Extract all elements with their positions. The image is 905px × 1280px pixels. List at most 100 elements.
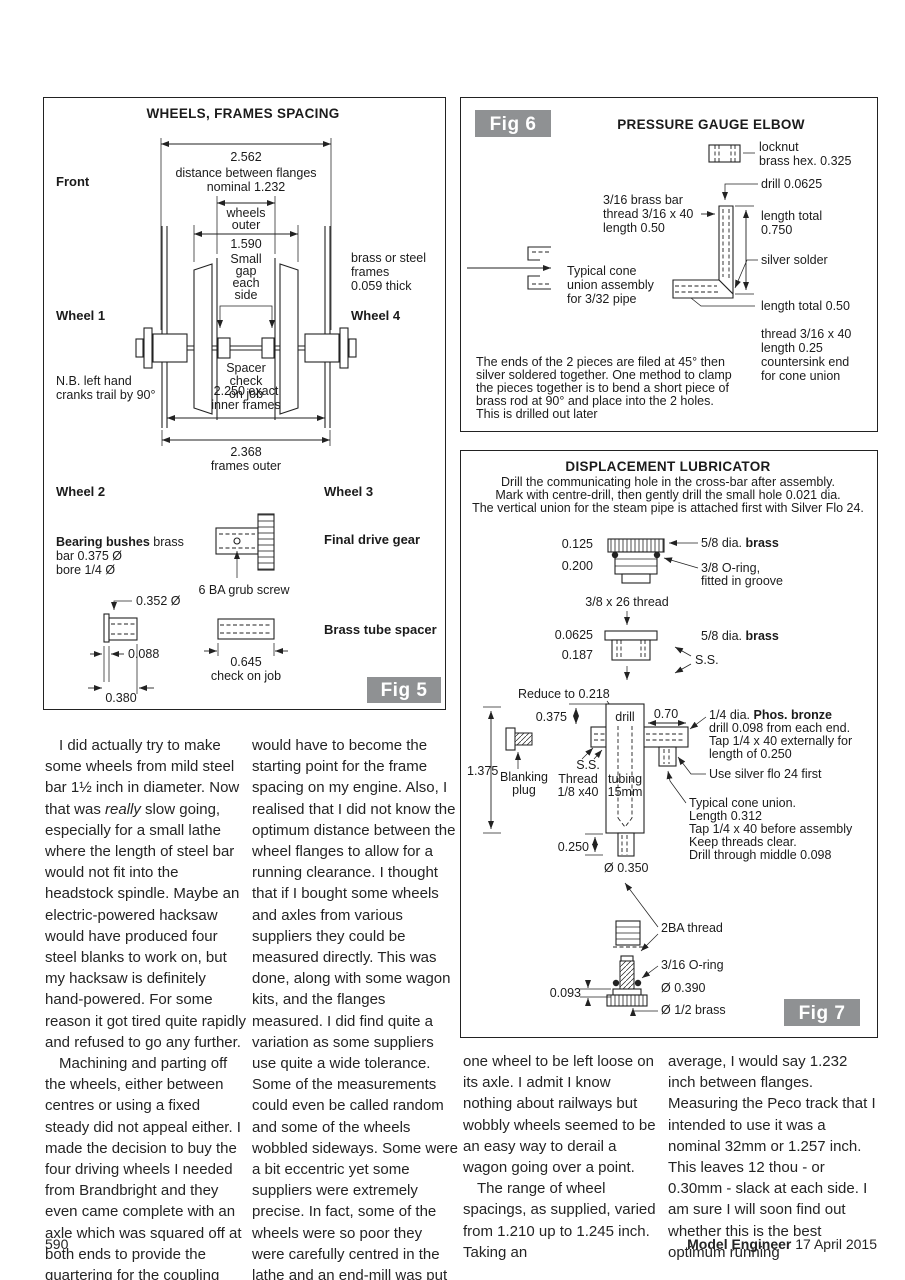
article-paragraph: I did actually try to make some wheels f… (45, 735, 247, 1053)
ss2-label: S.S. (576, 758, 600, 772)
fig7-title: DISPLACEMENT LUBRICATOR (565, 459, 770, 474)
dim-2562-value: 2.562 (230, 150, 261, 164)
locknut-drawing: locknut brass hex. 0.325 (708, 140, 851, 168)
cone-union7-5: Drill through middle 0.098 (689, 848, 831, 862)
dim-0390: Ø 0.390 (661, 981, 706, 995)
cap-material-label: 5/8 dia. brass (701, 536, 779, 550)
brass-bar-callout: 3/16 brass bar thread 3/16 x 40 length 0… (603, 193, 715, 235)
dim-0350: Ø 0.350 (604, 861, 649, 875)
wheels-frames-spacing-diagram: WHEELS, FRAMES SPACING 2.562 distance be… (56, 106, 441, 705)
bearing-line-1: Bearing bushes brass (56, 535, 184, 549)
fig5-badge-label: Fig 5 (381, 680, 428, 701)
wheel3-label: Wheel 3 (324, 484, 373, 499)
spacer-note-3: on job (229, 387, 263, 401)
frames-note-1: brass or steel (351, 251, 426, 265)
wheels-outer-1: wheels (226, 206, 266, 220)
bush-length-label: 0.380 (105, 691, 136, 705)
col1-p1-b: slow going, especially for a small lathe… (45, 800, 246, 1051)
flange-label-1: distance between flanges (175, 166, 316, 180)
bearing-rest: brass (150, 535, 184, 549)
bronze-line-3: length of 0.250 (709, 747, 792, 761)
fig6-caption-4: brass rod at 90° and place into the 2 ho… (476, 394, 714, 408)
oring1-label-1: 3/8 O-ring, (701, 561, 760, 575)
article-column-1: I did actually try to make some wheels f… (45, 735, 247, 1280)
small-gap-3: each (232, 276, 259, 290)
tubing-1: tubing (608, 772, 642, 786)
tubing-2: 15mm (608, 785, 643, 799)
cone-union-2: union assembly (567, 278, 655, 292)
bush-dia-label: 0.352 Ø (136, 594, 181, 608)
fig6-caption-3: the pieces together is to bend a short p… (476, 381, 729, 395)
dim-flanges: distance between flanges nominal 1.232 (175, 166, 317, 254)
nb-note: N.B. left hand cranks trail by 90° (56, 374, 155, 402)
cone-union-3: for 3/32 pipe (567, 292, 637, 306)
oring1-label-2: fitted in groove (701, 574, 783, 588)
spacer-note-1: Spacer (226, 361, 266, 375)
fig7-subtitle-3: The vertical union for the steam pipe is… (472, 501, 864, 515)
final-drive-gear-drawing (215, 513, 275, 571)
cone-union7-3: Tap 1/4 x 40 before assembly (689, 822, 853, 836)
bearing-bush-drawing: 0.352 Ø 0.088 0.380 (88, 594, 181, 705)
bottom-union-drawing: 3/16 O-ring Ø 0.390 Ø 1/2 brass 0.093 (550, 955, 726, 1017)
bronze-line-1: drill 0.098 from each end. (709, 721, 850, 735)
cone-union7-2: Length 0.312 (689, 809, 762, 823)
nb-note-2: cranks trail by 90° (56, 388, 155, 402)
footer-magazine-line: Model Engineer 17 April 2015 (687, 1236, 877, 1252)
dim-0250: 0.250 (558, 840, 589, 854)
dim-1375: 1.375 (467, 764, 498, 778)
spacer-note: Spacer check on job (226, 361, 266, 401)
cone-union7-4: Keep threads clear. (689, 835, 797, 849)
article-paragraph: one wheel to be left loose on its axle. … (463, 1053, 656, 1177)
brass-tube-spacer-label: Brass tube spacer (324, 622, 437, 637)
cone-union-drawing: Typical cone union assembly for 3/32 pip… (467, 246, 655, 306)
fig6-caption-1: The ends of the 2 pieces are filed at 45… (476, 355, 725, 369)
grub-screw-callout: 6 BA grub screw (198, 551, 290, 597)
small-gap-callout: Small gap each side (217, 252, 275, 328)
fig7-subtitle-2: Mark with centre-drill, then gently dril… (495, 488, 840, 502)
bronze-line-2: Tap 1/4 x 40 externally for (709, 734, 852, 748)
dim-2562: 2.562 (160, 138, 332, 330)
frames-outer-1: 2.368 (230, 445, 261, 459)
displacement-lubricator-diagram: DISPLACEMENT LUBRICATOR Drill the commun… (467, 459, 864, 1026)
article-column-4: average, I would say 1.232 inch between … (668, 1051, 877, 1263)
top-bush-drawing: 0.0625 0.187 5/8 dia. brass S.S. (555, 628, 779, 680)
small-gap-2: gap (236, 264, 257, 278)
spacer-length-label: 0.645 (230, 655, 261, 669)
col1-p1-a: I did actually try to make some wheels f… (45, 737, 240, 818)
col1-p1-italic: really (105, 800, 141, 818)
issue-date: 17 April 2015 (791, 1236, 877, 1252)
article-paragraph: average, I would say 1.232 inch between … (668, 1053, 876, 1261)
thread18-2: 1/8 x40 (557, 785, 598, 799)
article-column-2: would have to become the starting point … (252, 735, 458, 1280)
wheels-outer-2: outer (232, 218, 261, 232)
spacer-note-2: check (230, 374, 263, 388)
drill-label: drill 0.0625 (761, 177, 822, 191)
wheel4-label: Wheel 4 (351, 308, 401, 323)
blanking-label-2: plug (512, 783, 536, 797)
grub-screw-label: 6 BA grub screw (198, 583, 290, 597)
fig7-badge-label: Fig 7 (799, 1003, 846, 1024)
fig6-caption-5: This is drilled out later (476, 407, 598, 421)
bronze-pre: 1/4 dia. (709, 708, 753, 722)
brass-bar-2: thread 3/16 x 40 (603, 207, 693, 221)
fig7-subtitle-1: Drill the communicating hole in the cros… (501, 475, 835, 489)
length-total-2: 0.750 (761, 223, 792, 237)
flange-label-2: nominal 1.232 (207, 180, 286, 194)
fig5-box: WHEELS, FRAMES SPACING 2.562 distance be… (43, 97, 446, 710)
wheel-discs (193, 258, 299, 420)
fig5-badge: Fig 5 (367, 677, 441, 703)
brass-tube-spacer-drawing: 0.645 check on job (204, 618, 288, 683)
bush-material-label: 5/8 dia. brass (701, 629, 779, 643)
fig6-badge: Fig 6 (475, 110, 551, 137)
nb-note-1: N.B. left hand (56, 374, 132, 388)
inner-frames-2: inner frames (211, 398, 280, 412)
fig6-title: PRESSURE GAUGE ELBOW (617, 117, 805, 132)
bearing-line-2: bar 0.375 Ø (56, 549, 122, 563)
page-number: 590 (45, 1236, 69, 1252)
small-gap-1: Small (230, 252, 261, 266)
cone-union-1: Typical cone (567, 264, 637, 278)
thread-note-2: length 0.25 (761, 341, 823, 355)
thread-note-4: for cone union (761, 369, 840, 383)
fig7-badge: Fig 7 (784, 999, 860, 1026)
lubricator-body-drawing: 1.375 Blanking plug drill 0.375 0.70 (467, 703, 853, 875)
